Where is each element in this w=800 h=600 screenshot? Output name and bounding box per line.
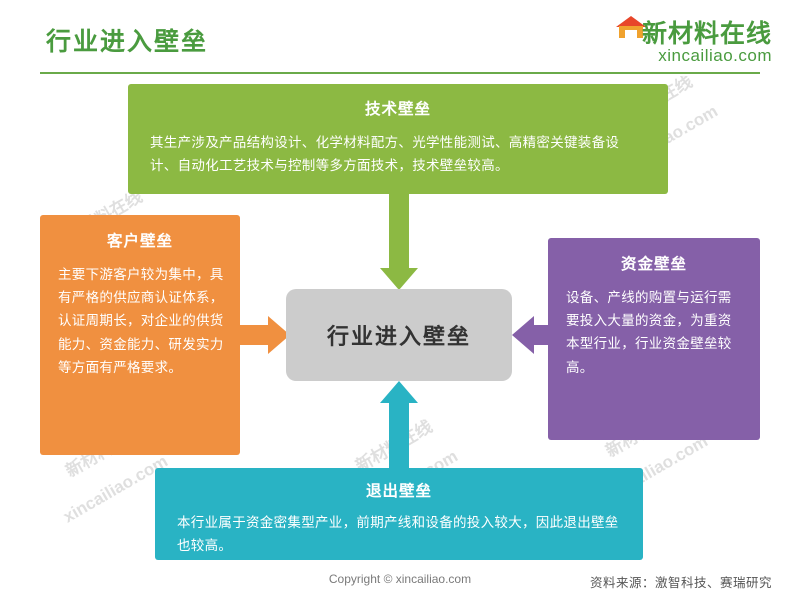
footer-copyright: Copyright © xincailiao.com: [328, 572, 472, 586]
barrier-box-technology[interactable]: 技术壁垒 其生产涉及产品结构设计、化学材料配方、光学性能测试、高精密关键装备设计…: [128, 84, 668, 194]
barrier-body-technology: 其生产涉及产品结构设计、化学材料配方、光学性能测试、高精密关键装备设计、自动化工…: [150, 135, 620, 174]
arrow-shaft: [389, 194, 409, 268]
center-node[interactable]: 行业进入壁垒: [286, 289, 512, 381]
arrow-customer-to-center: [240, 316, 290, 354]
arrow-head: [380, 268, 418, 290]
arrow-shaft: [389, 403, 409, 469]
header-divider: [40, 72, 760, 74]
page-header: 行业进入壁垒 新材料在线 xincailiao.com: [0, 0, 800, 76]
site-logo[interactable]: 新材料在线 xincailiao.com: [602, 14, 772, 68]
house-roof-icon: [616, 16, 646, 27]
barrier-title-customer: 客户壁垒: [106, 233, 173, 250]
logo-text-cn: 新材料在线: [641, 20, 772, 48]
arrow-head: [512, 316, 534, 354]
arrow-exit-to-center: [380, 381, 418, 469]
logo-text-en: xincailiao.com: [658, 46, 772, 65]
house-door-icon: [625, 30, 637, 40]
page-title: 行业进入壁垒: [46, 28, 209, 56]
barrier-body-exit: 本行业属于资金密集型产业，前期产线和设备的投入较大，因此退出壁垒也较高。: [177, 515, 619, 554]
barrier-title-capital: 资金壁垒: [620, 256, 687, 273]
barrier-body-capital: 设备、产线的购置与运行需要投入大量的资金，为重资本型行业，行业资金壁垒较高。: [566, 290, 732, 375]
arrow-shaft: [240, 325, 268, 345]
barrier-title-exit: 退出壁垒: [365, 483, 432, 500]
arrow-tech-to-center: [380, 194, 418, 290]
barrier-title-technology: 技术壁垒: [364, 101, 431, 118]
footer-source: 资料来源：激智科技、赛瑞研究: [589, 576, 772, 590]
barrier-box-exit[interactable]: 退出壁垒 本行业属于资金密集型产业，前期产线和设备的投入较大，因此退出壁垒也较高…: [155, 468, 643, 560]
arrow-head: [380, 381, 418, 403]
barrier-body-customer: 主要下游客户较为集中，具有严格的供应商认证体系，认证周期长，对企业的供货能力、资…: [58, 267, 224, 375]
arrow-head: [268, 316, 290, 354]
barrier-box-capital[interactable]: 资金壁垒 设备、产线的购置与运行需要投入大量的资金，为重资本型行业，行业资金壁垒…: [548, 238, 760, 440]
barrier-box-customer[interactable]: 客户壁垒 主要下游客户较为集中，具有严格的供应商认证体系，认证周期长，对企业的供…: [40, 215, 240, 455]
